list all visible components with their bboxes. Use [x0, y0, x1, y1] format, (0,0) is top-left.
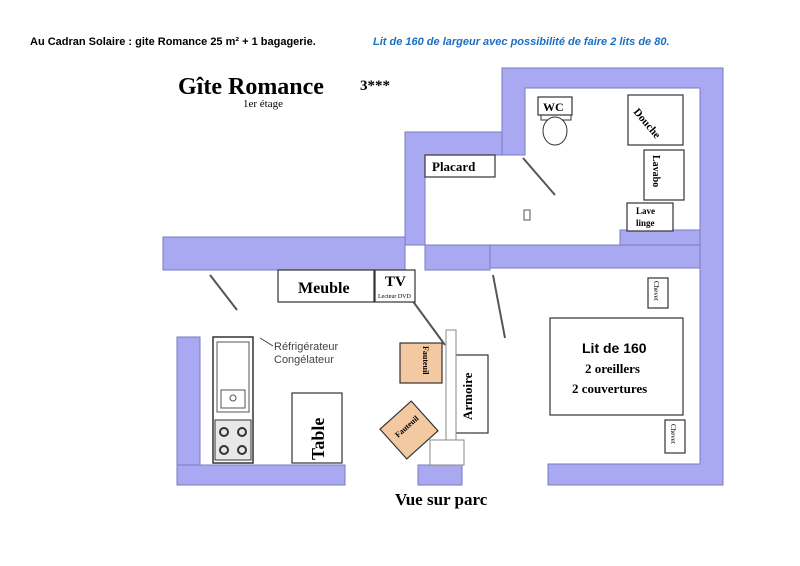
label-congelateur: Congélateur — [274, 354, 334, 366]
wc-label-box — [537, 96, 573, 116]
wall-bath-bottom — [619, 229, 701, 246]
door-wc — [522, 157, 556, 196]
fauteuil-box-2 — [379, 400, 439, 460]
table-box — [291, 392, 343, 464]
chevet-box-1 — [647, 277, 669, 309]
lave-linge-tap — [523, 209, 531, 221]
wall-upper — [501, 67, 724, 486]
plan-title: Gîte Romance — [178, 74, 324, 100]
lit-box — [549, 317, 684, 416]
label-meuble: Meuble — [298, 280, 350, 297]
label-refrigerateur: Réfrigérateur — [274, 341, 339, 353]
door-left — [411, 299, 446, 346]
label-lit-title: Lit de 160 — [582, 340, 647, 356]
caption-right: Lit de 160 de largeur avec possibilité d… — [373, 36, 670, 48]
lave-linge-box — [626, 202, 674, 232]
placard-box — [424, 154, 496, 178]
wall-left-horizontal — [162, 236, 406, 271]
door-entry — [209, 274, 238, 311]
door-bathroom — [492, 274, 506, 339]
label-fauteuil-1: Fauteuil — [421, 346, 430, 375]
label-wc: WC — [543, 100, 564, 114]
label-placard: Placard — [432, 159, 476, 174]
label-armoire: Armoire — [460, 372, 475, 420]
plan-stars: 3*** — [360, 78, 390, 94]
tv-box — [374, 269, 416, 303]
label-chevet-2: Chevet — [669, 424, 677, 444]
label-lit-line3: 2 couvertures — [572, 381, 647, 396]
label-chevet-1: Chevet — [652, 281, 660, 301]
wall-bottom-center — [417, 464, 463, 486]
window-sill — [429, 439, 465, 466]
douche-box — [627, 94, 684, 146]
wall-bottom-left — [176, 464, 346, 486]
label-lavabo: Lavabo — [650, 155, 661, 187]
label-tv: TV — [385, 274, 406, 290]
label-table: Table — [308, 418, 328, 460]
plan-floor: 1er étage — [243, 98, 283, 110]
meuble-box — [277, 269, 375, 303]
fauteuil-box-1 — [399, 342, 443, 384]
label-lave-linge-2: linge — [636, 218, 655, 228]
label-lave-linge-1: Lave — [636, 206, 655, 216]
caption-left: Au Cadran Solaire : gite Romance 25 m² +… — [30, 36, 316, 48]
wall-top-left — [404, 131, 503, 246]
label-lecteur: Lecteur DVD — [378, 294, 411, 300]
plan-footer: Vue sur parc — [395, 490, 488, 509]
lavabo-box — [643, 149, 685, 201]
wall-left-vertical — [176, 336, 201, 479]
wall-center-horizontal — [424, 244, 491, 271]
wall-right-horizontal — [489, 244, 701, 269]
kitchen-unit — [212, 336, 254, 464]
label-lit-line2: 2 oreillers — [585, 361, 640, 376]
chevet-box-2 — [664, 419, 686, 454]
fridge-pointer — [259, 337, 274, 347]
